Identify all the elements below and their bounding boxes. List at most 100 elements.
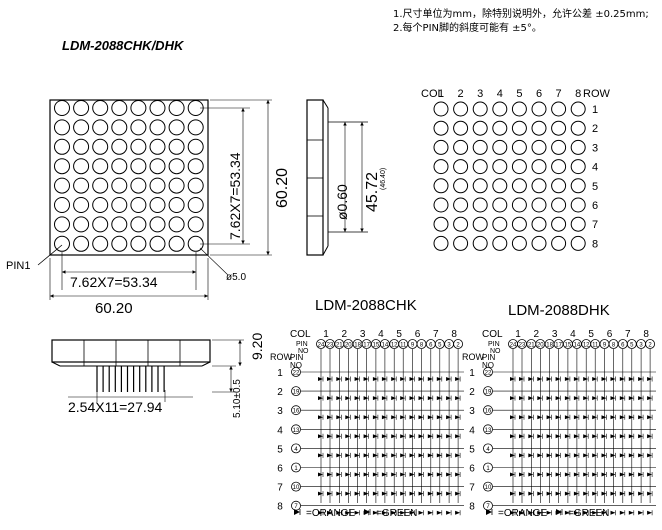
led-diode	[537, 434, 543, 439]
legend-orange-label: =ORANGE	[498, 508, 548, 519]
led-diode	[427, 377, 433, 381]
led-diode	[528, 377, 534, 381]
matrix-dot	[453, 120, 469, 136]
led-diode	[381, 415, 387, 420]
matrix-dot	[453, 159, 469, 175]
front-dot	[54, 235, 70, 252]
led-diode	[528, 434, 534, 439]
led-diode	[573, 472, 579, 477]
front-dot	[111, 177, 128, 194]
col-pin-number: 20	[537, 343, 544, 349]
led-diode	[510, 510, 515, 515]
led-diode	[647, 415, 653, 420]
led-diode	[573, 453, 579, 458]
schematic-row-number: 3	[469, 406, 475, 417]
row-pin-circle	[483, 386, 493, 397]
bottom-pins	[96, 366, 165, 392]
bottom-view: 2.54X11=27.94 5.10±0.5 9.20	[51, 333, 265, 418]
led-diode	[592, 434, 598, 439]
matrix-dot	[472, 216, 488, 232]
col-pin-number: 9	[411, 343, 415, 349]
led-diode	[528, 396, 534, 401]
led-diode	[400, 510, 406, 515]
matrix-dot	[492, 197, 508, 213]
matrix-dot	[453, 178, 469, 194]
height-label: 9.20	[249, 333, 265, 360]
matrix-dot	[511, 120, 527, 136]
legend-green-diode	[556, 509, 562, 515]
led-diode	[345, 510, 351, 515]
led-diode	[336, 453, 342, 458]
row-pin-circle	[483, 443, 493, 454]
led-diode	[363, 453, 369, 458]
col-pin-number: 5	[630, 343, 634, 349]
led-diode	[409, 415, 415, 420]
matrix-dot	[472, 139, 488, 155]
led-diode	[628, 453, 634, 458]
led-diode	[601, 415, 607, 420]
led-diode	[446, 415, 452, 420]
led-diode	[528, 491, 534, 496]
led-diode	[363, 415, 369, 420]
led-diode	[345, 453, 351, 458]
led-diode	[555, 377, 561, 381]
front-dot	[130, 119, 147, 136]
led-diode	[592, 453, 598, 458]
row-pin-number: 13	[293, 428, 300, 434]
schematic-no-label: NO	[298, 348, 309, 355]
matrix-dot	[472, 178, 488, 194]
led-diode	[400, 377, 406, 381]
col-pin-number: 18	[546, 343, 553, 349]
led-diode	[400, 434, 406, 439]
led-diode	[628, 377, 634, 381]
schematic-row-number: 4	[277, 425, 283, 436]
matrix-dot	[453, 235, 469, 251]
led-diode	[592, 377, 598, 381]
matrix-dot	[531, 197, 547, 213]
led-diode	[354, 472, 360, 477]
row-pin-number: 19	[485, 390, 492, 396]
matrix-dot	[492, 120, 508, 136]
matrix-dot	[570, 159, 586, 175]
col-pin-number: 21	[336, 343, 343, 349]
matrix-row-number: 4	[592, 162, 598, 174]
led-diode	[546, 415, 552, 420]
led-diode	[372, 377, 378, 381]
led-diode	[510, 453, 515, 458]
led-diode	[610, 453, 616, 458]
matrix-dot	[570, 120, 586, 136]
matrix-col-number: 3	[477, 88, 483, 100]
schematic-row-no-label: NO	[482, 361, 494, 370]
matrix-dot	[570, 101, 586, 117]
led-diode	[363, 377, 369, 381]
led-diode	[418, 434, 424, 439]
row-pin-number: 4	[486, 447, 490, 453]
front-dot	[111, 158, 128, 175]
matrix-dot	[570, 178, 586, 194]
led-diode	[537, 491, 543, 496]
front-dot	[92, 158, 109, 175]
front-dot	[187, 158, 204, 175]
led-diode	[455, 377, 461, 381]
led-diode	[546, 491, 552, 496]
led-diode	[436, 472, 442, 477]
col-pin-number: 14	[574, 343, 581, 349]
led-diode	[354, 396, 360, 401]
led-diode	[528, 472, 534, 477]
led-diode	[619, 434, 625, 439]
led-diode	[638, 396, 644, 401]
matrix-col-label: COL	[421, 88, 444, 100]
led-diode	[381, 472, 387, 477]
led-diode	[628, 434, 634, 439]
note-line-1: 1.尺寸单位为mm，除特别说明外，允许公差 ±0.25mm;	[393, 9, 649, 20]
row-pin-circle	[291, 386, 301, 397]
led-diode	[418, 510, 424, 515]
front-dot	[130, 158, 147, 175]
led-diode	[583, 377, 589, 381]
schematic-row-number: 2	[277, 387, 283, 398]
matrix-row-number: 6	[592, 200, 598, 212]
led-diode	[610, 472, 616, 477]
matrix-dot	[492, 235, 508, 251]
led-diode	[528, 415, 534, 420]
